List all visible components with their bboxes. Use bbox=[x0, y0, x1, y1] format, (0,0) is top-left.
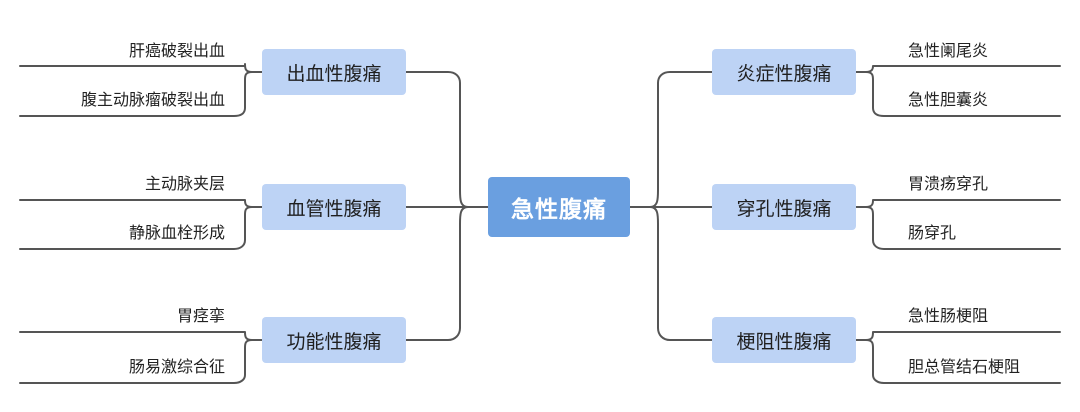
leaf-bowel-perforation: 肠穿孔 bbox=[908, 223, 957, 242]
connector-left-b2 bbox=[19, 199, 263, 208]
branch-hemorrhagic: 出血性腹痛 bbox=[262, 49, 406, 95]
branch-obstruction: 梗阻性腹痛 bbox=[712, 317, 856, 363]
branch-perforation: 穿孔性腹痛 bbox=[712, 184, 856, 230]
leaf-aortic-aneurysm-rupture: 腹主动脉瘤破裂出血 bbox=[80, 90, 225, 109]
branch-vascular: 血管性腹痛 bbox=[262, 184, 406, 230]
connector-right-trunk-join bbox=[649, 206, 659, 225]
connector-right-b3 bbox=[855, 331, 1061, 341]
root-node: 急性腹痛 bbox=[488, 177, 630, 237]
connector-right-b2 bbox=[855, 199, 1061, 208]
leaf-bowel-obstruction: 急性肠梗阻 bbox=[908, 306, 989, 325]
leaf-cholecystitis: 急性胆囊炎 bbox=[908, 90, 989, 109]
connector-left-trunk-join bbox=[459, 206, 469, 225]
leaf-ibs: 肠易激综合征 bbox=[128, 357, 225, 376]
leaf-venous-thrombosis: 静脉血栓形成 bbox=[128, 223, 225, 242]
connector-left-b1 bbox=[19, 63, 263, 73]
leaf-appendicitis: 急性阑尾炎 bbox=[908, 41, 989, 60]
connector-right-b1 bbox=[855, 65, 1061, 73]
connector-left-b3 bbox=[19, 331, 263, 341]
connector-right-trunk bbox=[649, 71, 713, 208]
leaf-common-bile-duct-stone: 胆总管结石梗阻 bbox=[908, 357, 1021, 376]
connector-left-bottom bbox=[405, 223, 461, 341]
leaf-gastric-spasm: 胃痉挛 bbox=[176, 306, 225, 325]
leaf-gastric-ulcer-perforation: 胃溃疡穿孔 bbox=[908, 174, 989, 193]
branch-functional: 功能性腹痛 bbox=[262, 317, 406, 363]
connector-right-bottom bbox=[657, 223, 713, 341]
connector-left-trunk bbox=[405, 71, 469, 208]
leaf-liver-cancer-rupture: 肝癌破裂出血 bbox=[128, 41, 225, 60]
branch-inflammatory: 炎症性腹痛 bbox=[712, 49, 856, 95]
leaf-aortic-dissection: 主动脉夹层 bbox=[144, 174, 225, 193]
